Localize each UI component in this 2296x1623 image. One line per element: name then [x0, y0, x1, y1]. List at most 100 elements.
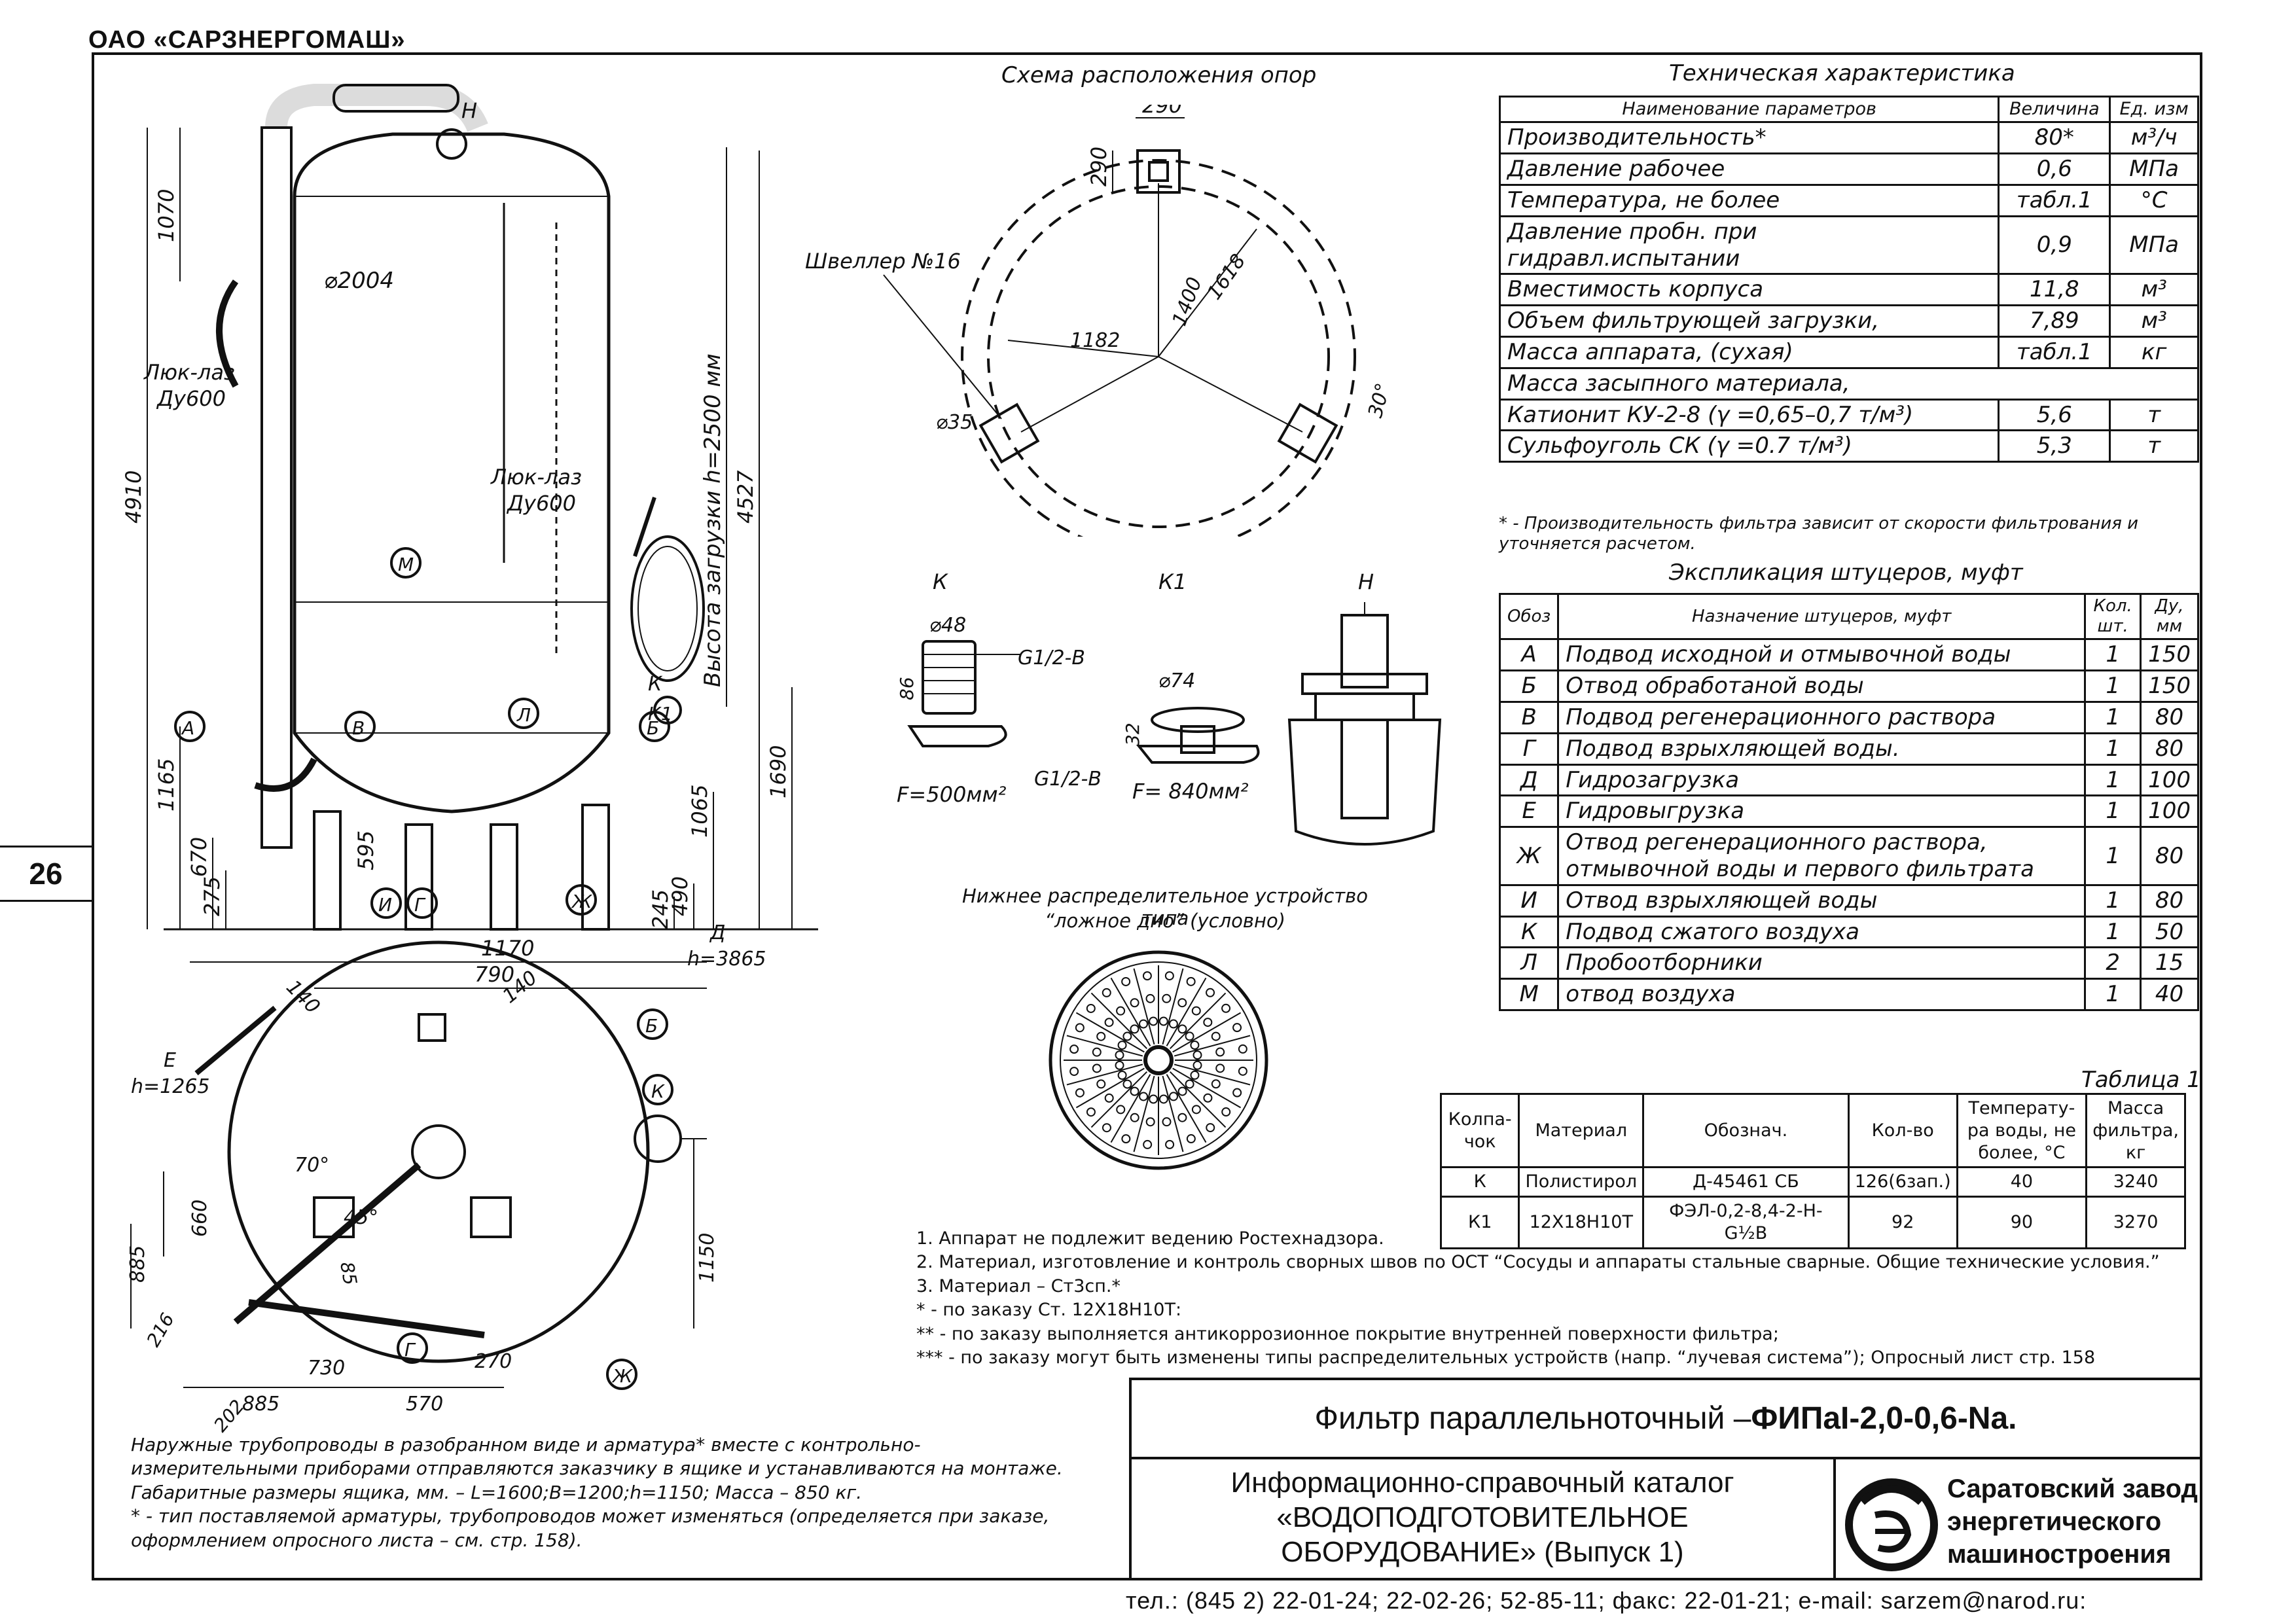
tech-cell: Вместимость корпуса [1498, 273, 2000, 307]
caps-details: К ⌀48 G1/2-B 86 F=500мм² К1 ⌀74 G1/2-B 3… [896, 569, 1442, 846]
tech-cell: 5,6 [1998, 398, 2111, 432]
distributor-ray [1090, 1071, 1148, 1128]
distributor-cap [1162, 993, 1172, 1003]
nozzle-cell: 80 [2140, 700, 2199, 734]
title-block-plant: Саратовский завод энергетического машино… [1833, 1457, 2202, 1580]
nozzle-cell: Отвод взрыхляющей воды [1557, 883, 2087, 918]
table1-title: Таблица 1 [2081, 1067, 2201, 1093]
supports-title: Схема расположения опор [1001, 62, 1317, 88]
cap-K-d: ⌀48 [929, 614, 966, 637]
distributor-cap [1162, 1117, 1172, 1127]
plan-E: Е [164, 1049, 176, 1072]
nozzle-cell: И [1498, 883, 1560, 918]
distributor-cap [1238, 1044, 1247, 1054]
note-line: *** - по заказу могут быть изменены типы… [916, 1347, 2096, 1368]
distributor-cap [1158, 1094, 1168, 1104]
distributor-cap [1122, 1079, 1132, 1089]
nozzle-cell: 1 [2084, 915, 2142, 949]
distributor-cap [1186, 976, 1196, 986]
nozzle-cell: 2 [2084, 946, 2142, 980]
distributor-cap [1086, 1107, 1096, 1117]
cap-K1-area: F= 840мм² [1132, 779, 1249, 804]
distributor-ray [1172, 1067, 1242, 1109]
nozzle-cell: 1 [2084, 978, 2142, 1011]
distributor-cap [1206, 988, 1215, 997]
note-line: 3. Материал – Ст3сп.* [916, 1275, 1121, 1296]
table1-row: К Полистирол Д-45461 СБ 126(6зап.) 40 32… [1439, 1166, 2186, 1198]
distributor-cap [1104, 1093, 1114, 1103]
tech-cell: м³ [2109, 273, 2199, 307]
plan-D: Д [709, 921, 725, 944]
cap-K1-thread: G1/2-B [1034, 768, 1102, 791]
distributor-cap [1190, 1040, 1200, 1050]
nozzle-cell: Подвод регенерационного раствора [1557, 700, 2087, 734]
distributor-cap [1130, 1113, 1139, 1122]
label-275: 275 [200, 876, 224, 916]
tech-cell: т [2109, 429, 2199, 463]
label-hatch1: Люк-лаз [143, 360, 235, 385]
distributor-ray [1174, 1035, 1251, 1057]
supports-30deg: 30° [1364, 381, 1395, 420]
table1-head: Температу-ра воды, не более, °С [1956, 1092, 2088, 1169]
plan-790: 790 [475, 962, 514, 987]
distributor-cap [1069, 1067, 1079, 1077]
tech-footnote: * - Производительность фильтра зависит о… [1499, 514, 2139, 554]
plant-line: энергетического [1947, 1507, 2162, 1536]
distributor-cap [1096, 1031, 1106, 1041]
tech-cell: Температура, не более [1498, 183, 2000, 217]
distributor-ray [1169, 1071, 1227, 1128]
nozzle-cell: Гидровыгрузка [1557, 794, 2087, 829]
distributor-cap [1086, 1003, 1096, 1013]
nozzle-cell: Пробоотборники [1557, 946, 2087, 980]
bottom-note-line: измерительными приборами отправляются за… [131, 1457, 1063, 1480]
nozzle-cell: Л [1498, 946, 1560, 980]
catalog-line: ОБОРУДОВАНИЕ» (Выпуск 1) [1281, 1535, 1684, 1568]
label-hatch2: Люк-лаз [490, 465, 582, 490]
tech-cell: 7,89 [1998, 304, 2111, 338]
table1-cell: 92 [1847, 1196, 1958, 1249]
table1-cell: 12Х18Н10Т [1518, 1196, 1645, 1249]
catalog-line: «ВОДОПОДГОТОВИТЕЛЬНОЕ [1276, 1501, 1689, 1533]
distributor-ray [1075, 1067, 1145, 1109]
distributor-ray [1162, 968, 1184, 1045]
catalog-line: Информационно-справочный каталог [1230, 1467, 1734, 1499]
label-4910: 4910 [121, 471, 146, 524]
distributor-ray [1110, 977, 1151, 1046]
tech-cell: табл.1 [1998, 183, 2111, 217]
table1-head: Обознач. [1642, 1092, 1850, 1169]
table1-head: Колпа-чок [1439, 1092, 1520, 1169]
tech-cell: Производительность* [1498, 121, 2000, 155]
distributor-cap [1116, 1105, 1126, 1115]
plan-Eh: h=1265 [131, 1075, 210, 1098]
nozzle-cell: Д [1498, 763, 1560, 797]
distributor-cap [1185, 1079, 1194, 1089]
distributor-cap [1102, 988, 1111, 997]
nozzle-cell: 80 [2140, 826, 2199, 886]
distributor-cap [1115, 1060, 1124, 1070]
cap-K-thread: G1/2-B [1018, 647, 1085, 669]
distributor-cap [1164, 971, 1174, 981]
nozzles-head: Кол. шт. [2084, 592, 2142, 641]
nozzle-cell: 1 [2084, 669, 2142, 703]
distributor-cap [1221, 1003, 1231, 1013]
table1: Колпа-чок Материал Обознач. Кол-во Темпе… [1439, 1092, 2186, 1249]
plan-270: 270 [475, 1350, 512, 1373]
bottom-note-line: * - тип поставляемой арматуры, трубопров… [131, 1505, 1050, 1527]
distributor-cap [1191, 1006, 1201, 1016]
plan-730: 730 [308, 1357, 345, 1380]
distributor-cap [1117, 1041, 1127, 1050]
marker-V: В [352, 717, 365, 739]
tech-cell: Масса аппарата, (сухая) [1498, 335, 2000, 369]
table1-cell: К [1439, 1166, 1520, 1198]
nozzle-cell: Б [1498, 669, 1560, 703]
distributor-cap [1121, 1134, 1131, 1144]
contacts: тел.: (845 2) 22-01-24; 22-02-26; 52-85-… [1126, 1587, 2087, 1614]
tech-cell: МПа [2109, 152, 2199, 186]
distributor-cap [1122, 1031, 1132, 1041]
